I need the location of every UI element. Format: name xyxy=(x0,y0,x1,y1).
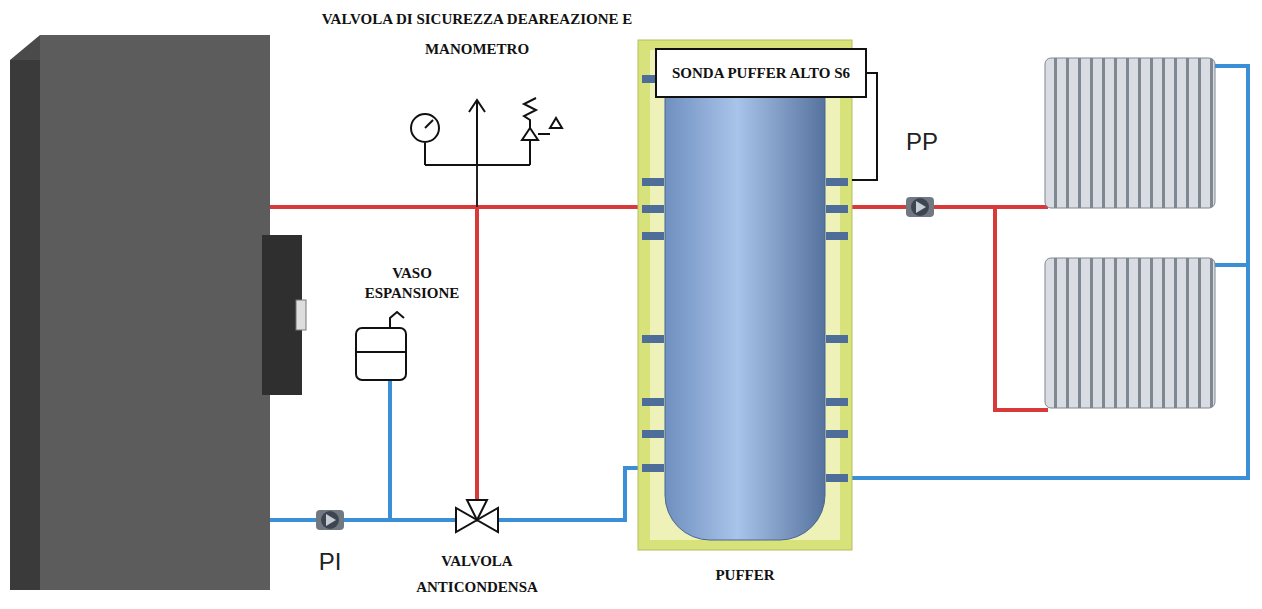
sensor-label: SONDA PUFFER ALTO S6 xyxy=(666,64,856,83)
boiler xyxy=(10,35,306,590)
part-label: VALVOLA ANTICONDENSA xyxy=(397,548,557,600)
puffer-tank xyxy=(638,40,852,550)
part-label: VASO ESPANSIONE xyxy=(352,263,472,303)
puffer-node: PUFFER xyxy=(638,40,852,585)
expansion-vessel xyxy=(356,312,406,380)
part-label: PI xyxy=(300,548,360,576)
part-label: PP xyxy=(892,128,952,156)
sensor-box: SONDA PUFFER ALTO S6 xyxy=(655,48,867,98)
pump xyxy=(316,197,934,530)
radiator xyxy=(1045,58,1215,408)
part-label: VALVOLA DI SICUREZZA DEAREAZIONE E MANOM… xyxy=(287,4,667,64)
tank-label: PUFFER xyxy=(715,566,774,585)
safety-group xyxy=(411,98,562,165)
three-way-valve xyxy=(456,500,498,532)
